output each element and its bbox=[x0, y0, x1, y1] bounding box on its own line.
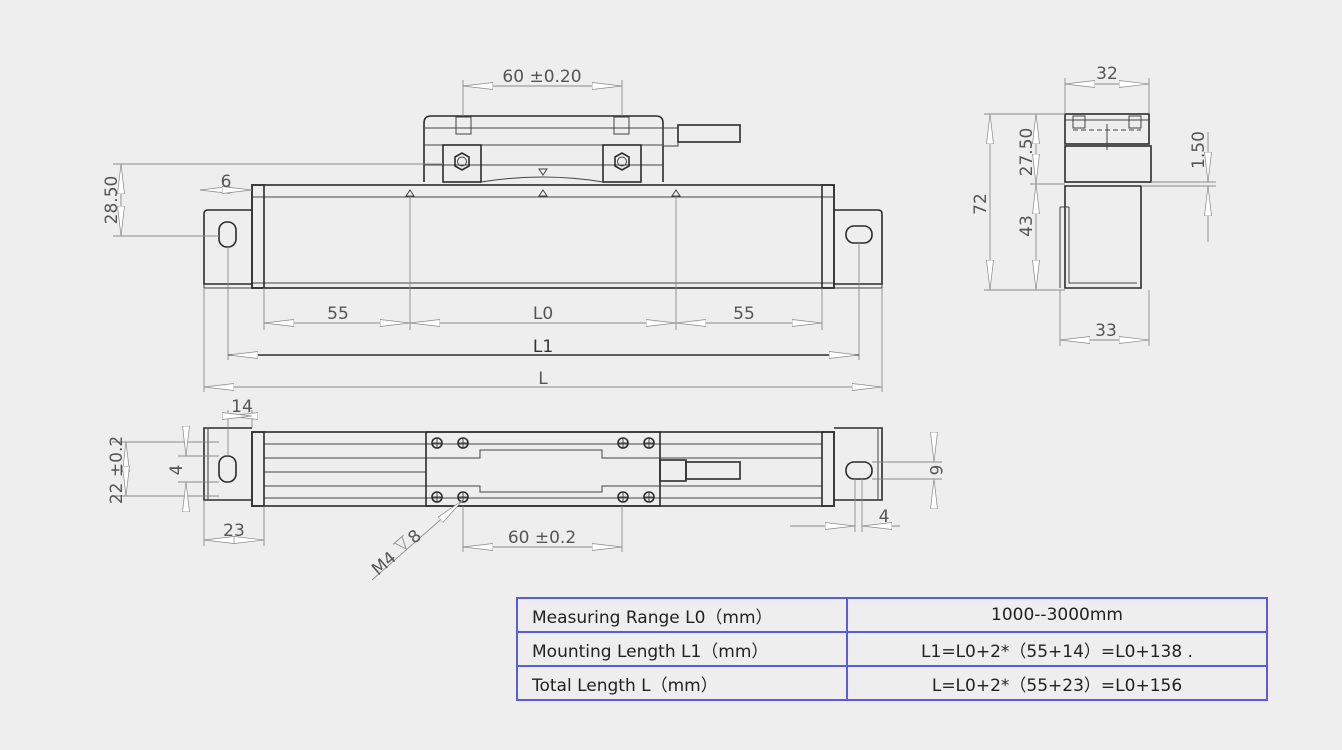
dim-thread: M4 bbox=[368, 548, 400, 580]
bottom-view: 14 22 ±0.2 4 23 M4 8 60 ±0.2 bbox=[107, 397, 945, 581]
dim-slot-offset: 14 bbox=[231, 397, 253, 417]
dim-offset: 6 bbox=[221, 172, 232, 192]
row-label: Total Length L（mm） bbox=[516, 665, 848, 701]
thread-callout: M4 8 bbox=[368, 526, 426, 580]
row-value: L=L0+2*（55+23）=L0+156 bbox=[846, 665, 1268, 701]
dim-slot-width: 4 bbox=[167, 465, 187, 476]
table-row: Total Length L（mm） L=L0+2*（55+23）=L0+156 bbox=[516, 665, 1268, 701]
table-row: Mounting Length L1（mm） L1=L0+2*（55+14）=L… bbox=[516, 631, 1268, 667]
scale-body bbox=[203, 184, 883, 330]
row-label: Measuring Range L0（mm） bbox=[516, 597, 848, 633]
spec-table: Measuring Range L0（mm） 1000--3000mm Moun… bbox=[516, 597, 1268, 701]
mounting-screws bbox=[431, 437, 655, 503]
side-dimensions: 32 72 27.50 43 1.50 33 bbox=[971, 64, 1216, 346]
dim-end-length: 23 bbox=[223, 521, 245, 541]
row-label: Mounting Length L1（mm） bbox=[516, 631, 848, 667]
dim-height-total: 72 bbox=[971, 193, 991, 215]
dim-right-slot-width: 6 bbox=[925, 465, 945, 476]
bottom-dimensions: 14 22 ±0.2 4 23 M4 8 60 ±0.2 bbox=[107, 397, 945, 581]
dim-height-upper: 27.50 bbox=[1017, 128, 1037, 177]
dim-mount-length: L1 bbox=[533, 337, 553, 357]
row-value: L1=L0+2*（55+14）=L0+138 . bbox=[846, 631, 1268, 667]
dim-center-span: L0 bbox=[533, 304, 553, 324]
table-row: Measuring Range L0（mm） 1000--3000mm bbox=[516, 597, 1268, 633]
dim-left-span: 55 bbox=[327, 304, 349, 324]
dim-total-length: L bbox=[538, 369, 548, 389]
dim-height: 28.50 bbox=[102, 176, 122, 225]
dim-thread-depth: 8 bbox=[404, 526, 425, 548]
dim-width-top: 32 bbox=[1096, 64, 1118, 84]
dim-right-offset: 4 bbox=[879, 507, 890, 527]
dim-height-lower: 43 bbox=[1017, 215, 1037, 237]
dim-right-span: 55 bbox=[733, 304, 755, 324]
front-dimensions: 60 ±0.20 28.50 6 55 L0 55 L1 L bbox=[102, 67, 883, 392]
dim-gap: 1.50 bbox=[1189, 131, 1209, 169]
row-value: 1000--3000mm bbox=[846, 597, 1268, 633]
side-view: 32 72 27.50 43 1.50 33 bbox=[971, 64, 1216, 346]
dim-carriage-width: 60 ±0.20 bbox=[502, 67, 581, 87]
dim-carriage-width-bottom: 60 ±0.2 bbox=[508, 528, 576, 548]
reading-head bbox=[423, 115, 741, 183]
dim-width: 22 ±0.2 bbox=[107, 436, 127, 504]
dim-width-bottom: 33 bbox=[1095, 321, 1117, 341]
front-view: 60 ±0.20 28.50 6 55 L0 55 L1 L bbox=[102, 67, 883, 392]
